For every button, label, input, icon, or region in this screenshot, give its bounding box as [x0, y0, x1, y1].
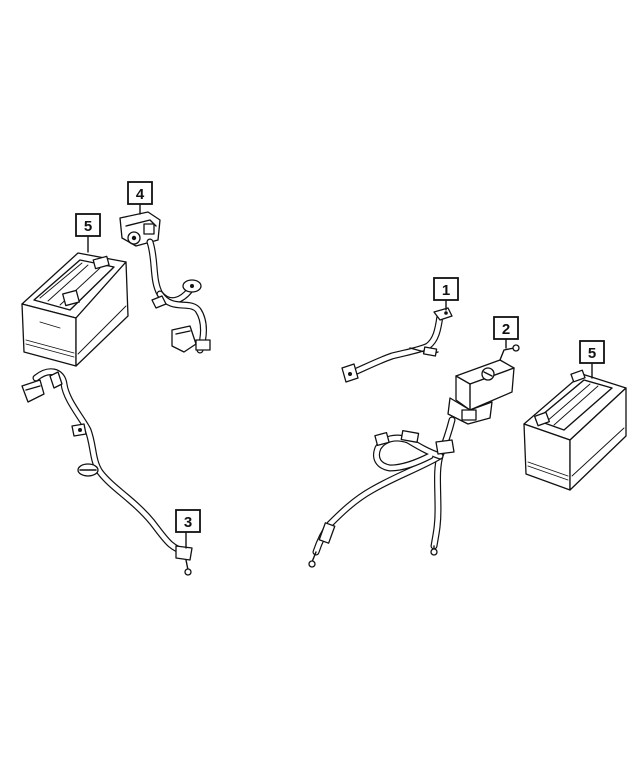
battery-cable-1[interactable] [341, 307, 453, 383]
callout-5-right[interactable]: 5 [579, 340, 605, 379]
callout-5-right-label: 5 [588, 345, 596, 362]
callout-3[interactable]: 3 [175, 509, 201, 549]
battery-left[interactable] [21, 252, 129, 367]
battery-cable-3[interactable] [21, 368, 193, 576]
callout-1-label: 1 [442, 282, 450, 299]
negative-battery-cable-clamp[interactable] [119, 211, 211, 354]
callout-4[interactable]: 4 [127, 181, 153, 215]
battery-right[interactable] [523, 369, 627, 491]
callout-4-label: 4 [136, 186, 145, 203]
callout-2[interactable]: 2 [493, 316, 519, 349]
callout-5-left[interactable]: 5 [75, 213, 101, 253]
callout-2-label: 2 [502, 321, 510, 338]
battery-distribution-box-harness[interactable] [308, 344, 520, 568]
callout-5-left-label: 5 [84, 218, 92, 235]
callout-1[interactable]: 1 [433, 277, 459, 311]
callout-3-label: 3 [184, 514, 192, 531]
